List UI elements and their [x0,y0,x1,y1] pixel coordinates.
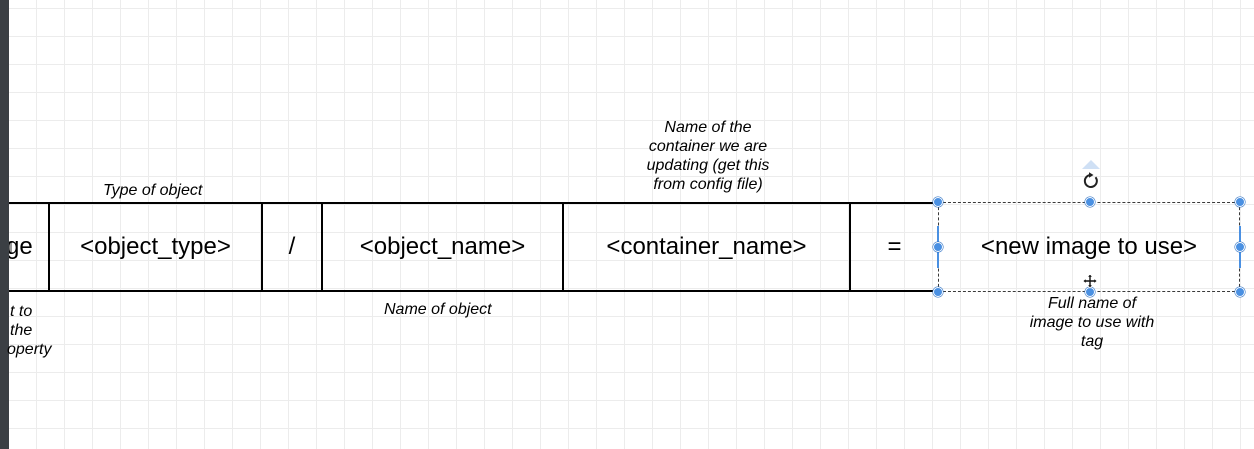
command-table: ge <object_type> / <object_name> <contai… [9,202,1243,292]
note-container-name[interactable]: Name of the container we are updating (g… [646,119,770,193]
table-border-top [9,202,938,204]
cell-partial[interactable]: ge [9,233,33,260]
cell-divider [261,202,263,292]
canvas-left-edge-notch [9,242,12,252]
resize-handle-top-left[interactable] [933,197,943,207]
up-arrow-hint-icon[interactable] [1080,158,1102,170]
note-partial[interactable]: t to the operty [7,303,52,358]
move-cursor-icon [1082,273,1098,289]
cell-container-name[interactable]: <container_name> [606,233,807,260]
rotate-icon[interactable] [1081,171,1101,191]
resize-handle-bottom-right[interactable] [1235,287,1245,297]
cell-divider [48,202,50,292]
resize-handle-bottom-left[interactable] [933,287,943,297]
note-full-name-of-image[interactable]: Full name of image to use with tag [1029,295,1155,350]
resize-handle-top[interactable] [1085,197,1095,207]
canvas-left-edge [0,0,9,449]
cell-object-type[interactable]: <object_type> [80,233,231,260]
note-name-of-object[interactable]: Name of object [384,301,492,318]
note-type-of-object[interactable]: Type of object [103,182,203,199]
resize-handle-right[interactable] [1235,242,1245,252]
resize-handle-top-right[interactable] [1235,197,1245,207]
cell-divider [562,202,564,292]
cell-equals[interactable]: = [887,233,902,260]
cell-slash[interactable]: / [288,233,296,260]
cell-new-image-text: <new image to use> [980,233,1198,260]
cell-divider [849,202,851,292]
cell-object-name[interactable]: <object_name> [359,233,526,260]
table-border-bottom [9,290,938,292]
cell-divider [321,202,323,292]
resize-handle-left[interactable] [933,242,943,252]
